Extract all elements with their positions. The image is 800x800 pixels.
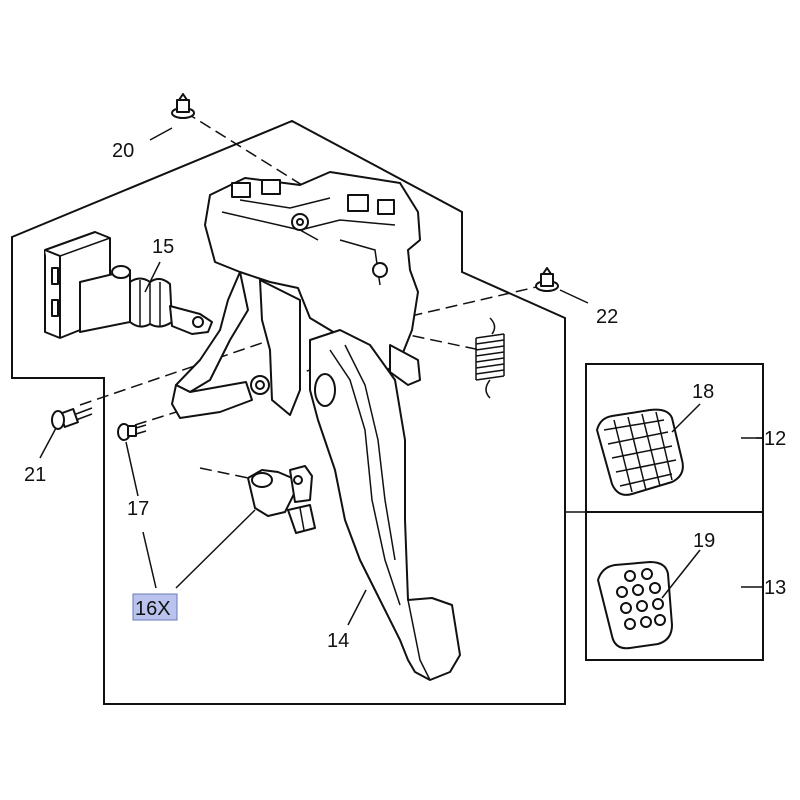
pedal-pad-18 <box>596 408 684 496</box>
assembly-frame <box>11 119 566 705</box>
master-cylinder-15 <box>44 231 213 339</box>
leader-22 <box>559 289 589 304</box>
leader-15 <box>144 261 161 293</box>
dash-line-spring <box>394 331 481 351</box>
clip-nut-22 <box>535 267 559 292</box>
pedal-bracket <box>171 171 421 419</box>
pedal-switch-16x <box>247 465 316 534</box>
callout-17: 17 <box>127 498 149 520</box>
leader-16x-b <box>175 509 256 589</box>
bolt-21 <box>51 407 93 430</box>
callout-18: 18 <box>692 381 714 403</box>
bolt-17 <box>117 423 147 441</box>
callout-21: 21 <box>24 464 46 486</box>
leader-18 <box>671 403 701 433</box>
dash-line-16 <box>199 467 259 481</box>
leader-14 <box>347 589 367 626</box>
pad-frame-13 <box>585 511 764 661</box>
callout-22: 22 <box>596 306 618 328</box>
dash-line-21 <box>79 329 301 406</box>
callout-13: 13 <box>764 577 786 599</box>
clip-nut-20 <box>171 93 195 119</box>
leader-16x-a <box>142 531 157 589</box>
return-spring <box>475 317 505 399</box>
dash-line-20 <box>184 111 311 191</box>
leader-19 <box>661 549 701 599</box>
pedal-pad-19 <box>597 561 673 650</box>
pedal-arm-14 <box>309 329 461 681</box>
leader-21 <box>39 427 57 459</box>
callout-16x-highlight <box>132 593 178 621</box>
callout-15: 15 <box>152 236 174 258</box>
callout-19: 19 <box>693 530 715 552</box>
leader-17 <box>125 441 139 497</box>
callout-20: 20 <box>112 140 134 162</box>
callout-16x: 16X <box>135 598 171 620</box>
callout-14: 14 <box>327 630 349 652</box>
callout-12: 12 <box>764 428 786 450</box>
leader-20 <box>149 127 173 141</box>
